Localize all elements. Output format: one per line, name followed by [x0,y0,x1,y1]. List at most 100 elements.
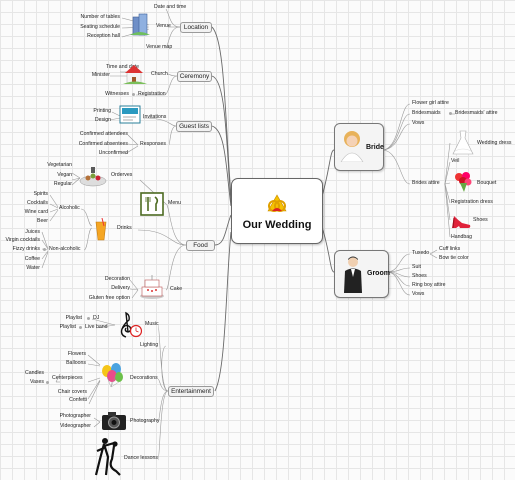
lighting-label: Lighting [140,342,159,348]
handbag-label: Handbag [451,234,473,240]
flower-girl-attire-label: Flower girl attire [412,100,449,106]
minister-label: Minister [91,72,110,78]
chair-covers-label: Chair covers [57,389,87,395]
reception-hall-label: Reception hall [87,33,120,39]
confetti-label: Confetti [69,397,87,403]
ceremony-node[interactable]: Ceremony [177,71,212,82]
time-and-date-label: Time and date [106,64,139,70]
brides-attire-label: Brides attire [412,180,440,186]
bouquet-label: Bouquet [477,180,497,186]
photography-label: Photography [130,418,160,424]
printing-label: Printing [93,108,111,114]
decoration-label: Decoration [104,276,130,282]
water-label: Water [26,265,40,271]
registration-label: Registration [138,91,166,97]
tuxedo-label: Tuxedo [412,250,430,256]
bridesmaids-label: Bridesmaids [412,110,441,116]
church-icon [123,65,147,84]
playlist-2-label: Playlist [59,324,76,330]
dance-lessons-label: Dance lessons [124,455,159,461]
bullet [449,112,452,115]
witnesses-label: Witnesses [105,91,129,97]
regular-label: Regular [53,181,72,187]
bride-icon [340,131,364,162]
unconfirmed-label: Unconfirmed [98,150,128,156]
centerpieces-label: Centerpieces [52,375,83,381]
location-node[interactable]: Location [180,22,212,33]
vases-label: Vases [29,379,44,385]
bouquet-icon [455,172,472,192]
bullet [87,317,90,320]
building-icon [130,13,150,36]
guest-lists-node[interactable]: Guest lists [176,121,212,132]
vegetarian-label: Vegetarian [47,162,72,168]
ring-boy-attire-label: Ring boy attire [412,282,446,288]
confirmed-absentees-label: Confirmed absentees [78,141,128,147]
central-title: Our Wedding [242,219,312,231]
confirmed-attendees-label: Confirmed attendees [79,131,128,137]
playlist-1-label: Playlist [65,315,82,321]
entertainment-node[interactable]: Entertainment [168,386,214,397]
shoes-label: Shoes [473,217,488,223]
bride-node[interactable]: Bride [334,123,384,171]
camera-icon [102,412,126,430]
bullet [79,326,82,329]
decorations-label: Decorations [130,375,158,381]
wedding-dress-label: Wedding dress [477,140,512,146]
bullet [132,93,135,96]
wine-card-label: Wine card [24,209,48,215]
groom-vows-label: Vows [412,291,425,297]
dj-label: DJ [93,315,100,321]
menu-label: Menu [168,200,181,206]
groom-icon [344,256,362,293]
invitation-card-icon [119,105,141,124]
cuff-links-label: Cuff links [439,246,461,252]
bridesmaids-attire-label: Bridesmaids' attire [455,110,498,116]
groom-label: Groom [367,270,390,277]
food-node[interactable]: Food [186,240,215,251]
beer-label: Beer [37,218,48,224]
venue-map-label: Venue map [146,44,173,50]
seating-schedule-label: Seating schedule [80,24,120,30]
virgin-cocktails-label: Virgin cocktails [5,237,40,243]
suit-label: Suit [412,264,421,270]
juices-label: Juices [25,229,40,235]
music-label: Music [145,321,159,327]
high-heel-icon [452,216,471,229]
number-of-tables-label: Number of tables [80,14,120,20]
orderves-label: Orderves [111,172,133,178]
bride-vows-label: Vows [412,120,425,126]
design-label: Design [94,117,111,123]
cake-icon [140,275,164,299]
cake-label: Cake [170,286,183,292]
alcoholic-label: Alcoholic [59,205,80,211]
platter-icon [79,167,107,187]
music-clef-icon [120,311,142,338]
groom-shoes-label: Shoes [412,273,427,279]
invitations-label: Invitations [143,114,167,120]
date-and-time-label: Date and time [154,4,187,10]
church-label: Church [151,71,168,77]
non-alcoholic-label: Non-alcoholic [49,246,81,252]
responses-label: Responses [140,141,166,147]
dancers-icon [94,438,121,476]
wedding-rings-icon [267,194,287,212]
bow-tie-color-label: Bow tie color [439,255,469,261]
glass-icon [95,218,107,241]
bullet [46,381,49,384]
dress-icon [452,130,474,155]
central-topic[interactable]: Our Wedding [231,178,323,244]
videographer-label: Videographer [59,423,91,429]
photographer-label: Photographer [59,413,91,419]
gluten-free-option-label: Gluten free option [88,295,130,301]
groom-node[interactable]: Groom [334,250,390,298]
fork-knife-icon [140,192,164,216]
balloons-label: Balloons [66,360,86,366]
fizzy-drinks-label: Fizzy drinks [12,246,40,252]
spirits-label: Spirits [33,191,48,197]
live-band-label: Live band [85,324,108,330]
vegan-label: Vegan [57,172,72,178]
venue-label: Venue [156,23,171,29]
bride-label: Bride [366,144,384,151]
cocktails-label: Cocktails [26,200,48,206]
